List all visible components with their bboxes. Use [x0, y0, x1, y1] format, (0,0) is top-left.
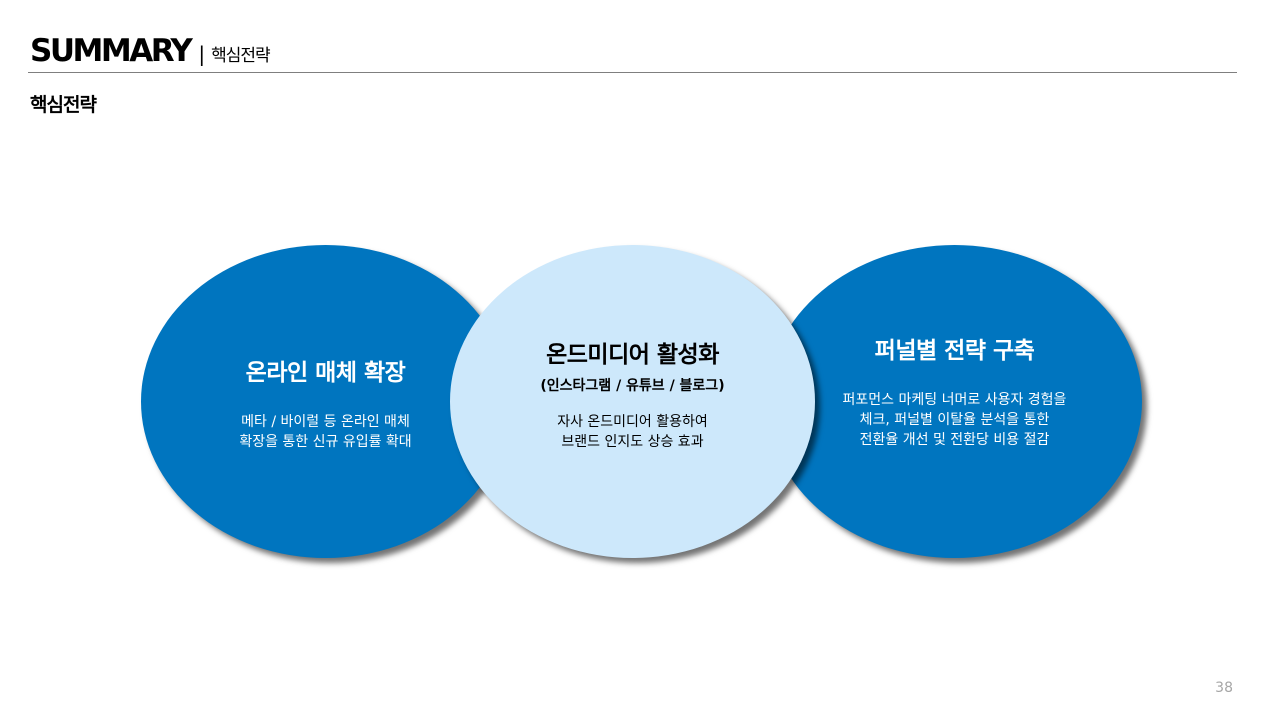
header-title: SUMMARY [30, 33, 193, 69]
header-divider [28, 72, 1237, 73]
strategy-circle-owned-media: 온드미디어 활성화 (인스타그램 / 유튜브 / 블로그) 자사 온드미디어 활… [450, 245, 815, 558]
header-separator: | [198, 42, 206, 66]
circle-description-line: 체크, 퍼널별 이탈율 분석을 통한 [859, 412, 1050, 428]
header-subtitle: 핵심전략 [211, 46, 271, 66]
circle-description-line: 전환율 개선 및 전환당 비용 절감 [859, 432, 1050, 448]
circle-subtitle: (인스타그램 / 유튜브 / 블로그) [540, 378, 725, 394]
strategy-circle-funnel: 퍼널별 전략 구축 퍼포먼스 마케팅 너머로 사용자 경험을 체크, 퍼널별 이… [767, 245, 1142, 558]
circle-description-line: 확장을 통한 신규 유입률 확대 [239, 434, 412, 450]
slide-header: SUMMARY | 핵심전략 [30, 33, 271, 69]
section-title: 핵심전략 [30, 94, 97, 116]
circle-title: 온라인 매체 확장 [245, 360, 406, 386]
circle-description-line: 메타 / 바이럴 등 온라인 매체 [241, 414, 410, 430]
circle-title: 퍼널별 전략 구축 [874, 338, 1035, 364]
circle-title: 온드미디어 활성화 [546, 342, 719, 368]
strategy-circle-online-media: 온라인 매체 확장 메타 / 바이럴 등 온라인 매체 확장을 통한 신규 유입… [141, 245, 510, 558]
circle-description-line: 브랜드 인지도 상승 효과 [561, 434, 704, 450]
circle-description-line: 자사 온드미디어 활용하여 [557, 414, 708, 430]
circle-description-line: 퍼포먼스 마케팅 너머로 사용자 경험을 [842, 392, 1067, 408]
page-number: 38 [1215, 680, 1233, 696]
